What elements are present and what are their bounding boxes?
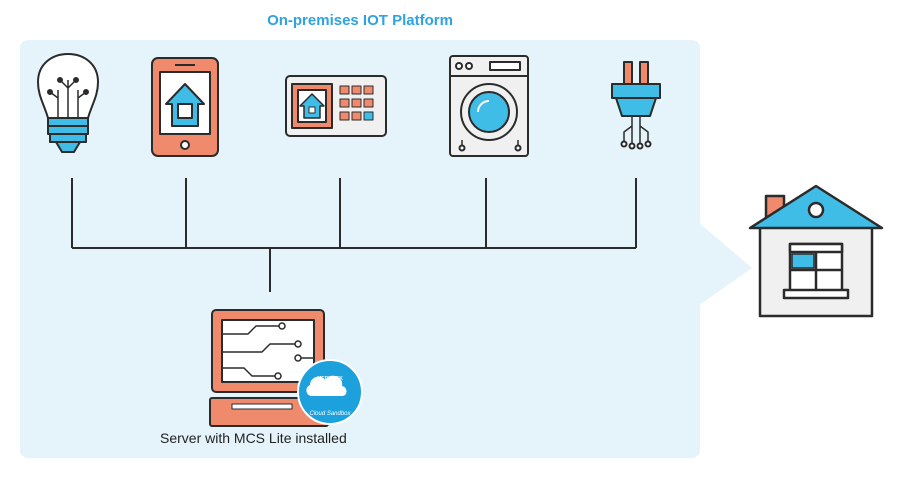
mcs-logo-icon bbox=[297, 359, 363, 425]
network-lines bbox=[71, 178, 637, 292]
washing-machine-icon bbox=[449, 55, 529, 157]
logo-product-text: Cloud Sandbox bbox=[309, 411, 351, 417]
smartphone-icon bbox=[151, 57, 219, 157]
logo-brand-text: MEDIATEK bbox=[317, 376, 343, 382]
smart-plug-icon bbox=[611, 61, 661, 150]
control-panel-icon bbox=[285, 75, 387, 137]
server-computer-icon bbox=[209, 309, 329, 427]
diagram-title: On-premises IOT Platform bbox=[267, 12, 453, 29]
server-caption: Server with MCS Lite installed bbox=[160, 430, 347, 446]
light-bulb-icon bbox=[37, 53, 99, 153]
house-icon bbox=[748, 184, 884, 318]
